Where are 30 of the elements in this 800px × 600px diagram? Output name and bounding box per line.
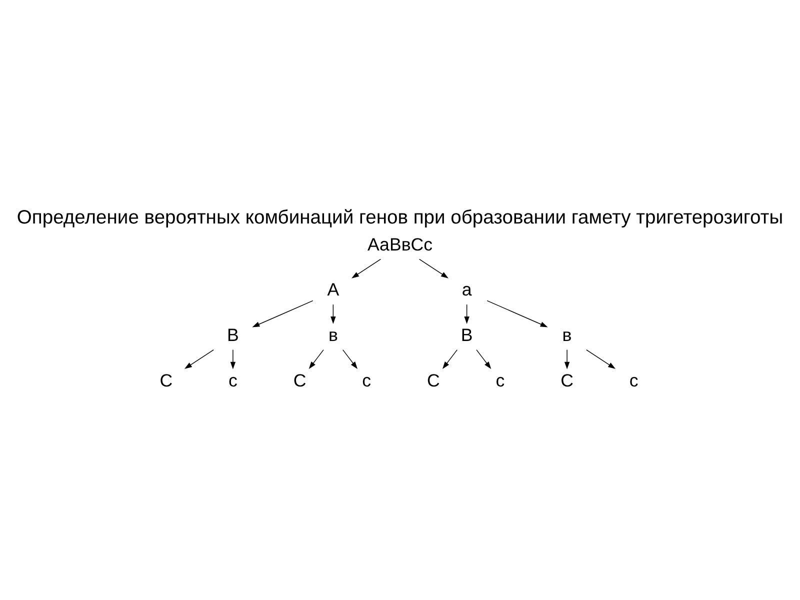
arrow [308, 349, 324, 370]
node-text: В [460, 324, 473, 345]
arrow [564, 349, 570, 370]
node-text: А [327, 280, 340, 300]
node-text: в [562, 324, 572, 345]
node-text: С [293, 370, 306, 390]
arrow [476, 349, 492, 370]
arrow [342, 349, 358, 370]
node-text: с [496, 370, 505, 390]
node-text: в [328, 324, 338, 345]
arrow [486, 300, 548, 328]
node-text: С [426, 370, 440, 390]
node-text: С [560, 370, 574, 390]
arrow [418, 258, 448, 278]
diagram-title: Определение вероятных комбинаций генов при образовании гамету тригетерозиготы [16, 207, 784, 228]
arrow [252, 300, 314, 328]
node-text: а [462, 280, 472, 300]
arrow [442, 349, 458, 370]
node-text: с [362, 370, 372, 390]
arrow [184, 349, 214, 369]
node-text: с [629, 370, 638, 390]
node-text: В [227, 324, 239, 345]
arrow [464, 304, 470, 324]
node-text: с [228, 370, 238, 390]
arrow [586, 349, 616, 369]
node-text: С [160, 370, 173, 390]
arrow [352, 258, 382, 278]
arrow [230, 349, 236, 370]
node-text: АаВвСс [367, 234, 433, 254]
arrow [330, 304, 336, 324]
